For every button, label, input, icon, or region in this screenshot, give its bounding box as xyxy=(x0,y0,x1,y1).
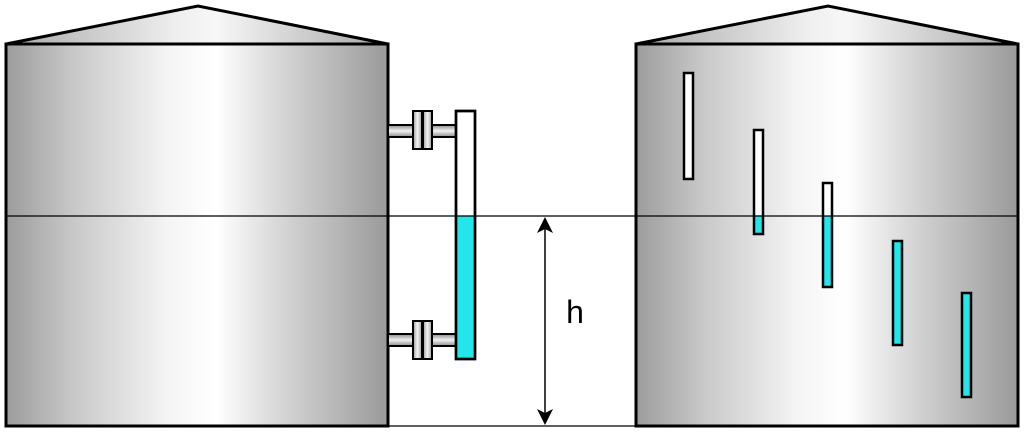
sight-glass-2 xyxy=(752,128,765,236)
left-tank-roof xyxy=(5,4,389,46)
sight-glass-4 xyxy=(891,239,904,347)
left-sight-glass xyxy=(454,109,477,361)
sight-glass-3-liquid xyxy=(823,216,832,287)
pipe-connections xyxy=(387,110,457,360)
bottom-flange-icon xyxy=(412,320,433,360)
right-tank-roof xyxy=(635,4,1019,46)
sight-glass-2-liquid xyxy=(754,215,763,234)
top-flange-icon xyxy=(412,110,433,150)
sight-glass-5 xyxy=(960,291,973,399)
height-label: h xyxy=(566,294,584,330)
sight-glass-1 xyxy=(682,71,695,181)
sight-glass-4-liquid xyxy=(893,241,902,345)
sight-glass-5-liquid xyxy=(962,293,971,397)
left-tank xyxy=(4,4,390,428)
right-sight-glasses xyxy=(682,71,973,399)
left-tank-body xyxy=(4,42,390,428)
left-sight-glass-liquid xyxy=(457,215,474,358)
sight-glass-3 xyxy=(821,181,834,289)
height-arrow-icon xyxy=(537,217,553,425)
